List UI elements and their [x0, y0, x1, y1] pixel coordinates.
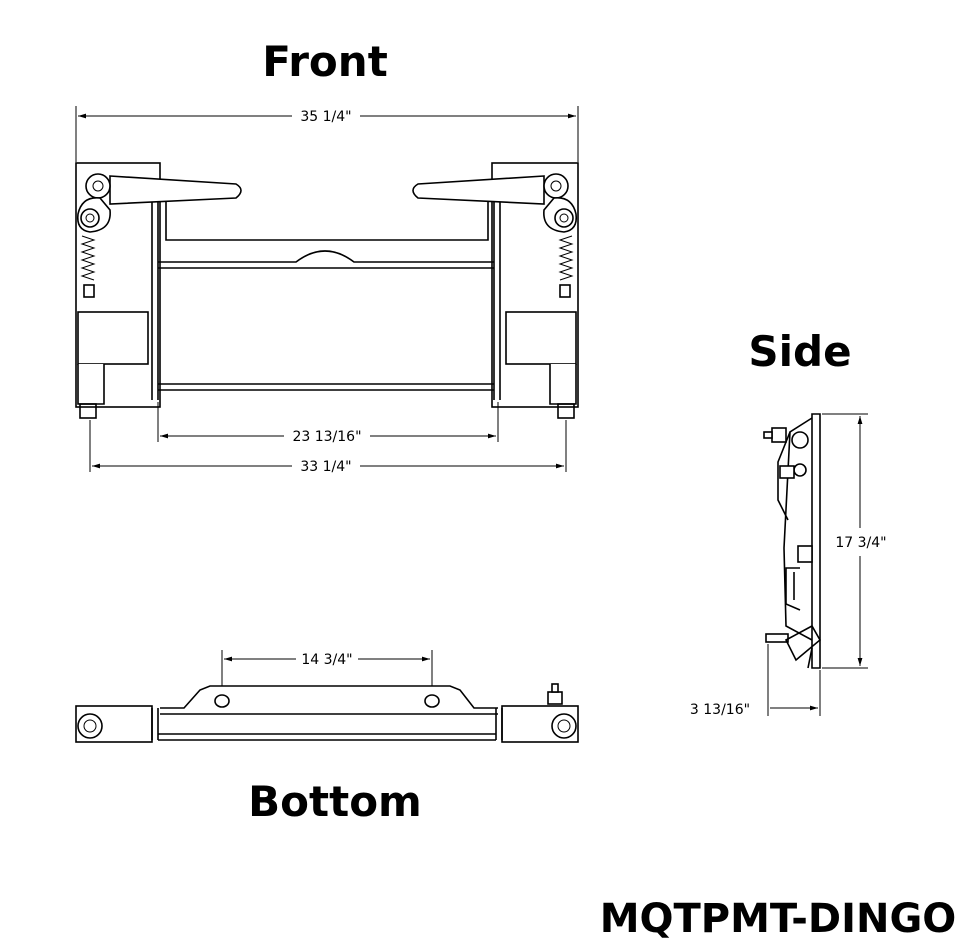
- dim-side-height: 17 3/4": [835, 535, 886, 551]
- dim-overall-width: 35 1/4": [300, 109, 351, 125]
- mount-hole-icon: [424, 694, 440, 708]
- dim-side-depth: 3 13/16": [690, 702, 750, 718]
- mount-hole-icon: [214, 694, 230, 708]
- front-view-title: Front: [262, 37, 388, 86]
- left-side-plate: [75, 162, 161, 408]
- pivot-bolt-icon: [85, 173, 111, 199]
- model-number: MQTPMT-DINGO: [600, 896, 957, 942]
- dim-hole-spacing: 14 3/4": [301, 652, 352, 668]
- bottom-right-block: [501, 705, 579, 743]
- bottom-plate-profile: [160, 685, 498, 709]
- pivot-bolt-icon: [543, 173, 569, 199]
- side-view-title: Side: [748, 327, 851, 376]
- right-lever-handle: [412, 175, 545, 205]
- left-latch-block: [77, 311, 149, 365]
- dim-base-width: 33 1/4": [300, 459, 351, 475]
- pivot-bolt-icon: [80, 208, 100, 228]
- side-main-plate: [811, 413, 821, 669]
- left-foot: [79, 403, 97, 419]
- right-latch-block: [505, 311, 577, 365]
- bottom-view-title: Bottom: [248, 777, 422, 826]
- side-top-bolt-icon: [771, 427, 787, 443]
- right-spring: [558, 235, 574, 281]
- bottom-bolt-icon: [547, 691, 563, 705]
- middle-beam: [158, 250, 494, 263]
- left-spring: [80, 235, 96, 281]
- left-lever-handle: [109, 175, 242, 205]
- top-crossbar: [165, 200, 489, 241]
- bottom-left-block: [75, 705, 153, 743]
- side-foot: [765, 633, 789, 643]
- right-foot: [557, 403, 575, 419]
- roller-icon: [551, 713, 577, 739]
- right-side-plate: [491, 162, 579, 408]
- side-latch-pin: [797, 545, 813, 563]
- side-view: 17 3/4" 3 13/16": [690, 413, 887, 718]
- front-view: 35 1/4": [75, 106, 579, 475]
- roller-icon: [77, 713, 103, 739]
- dim-inner-width: 23 13/16": [292, 429, 361, 445]
- pivot-bolt-icon: [554, 208, 574, 228]
- bottom-view: 14 3/4": [75, 650, 579, 743]
